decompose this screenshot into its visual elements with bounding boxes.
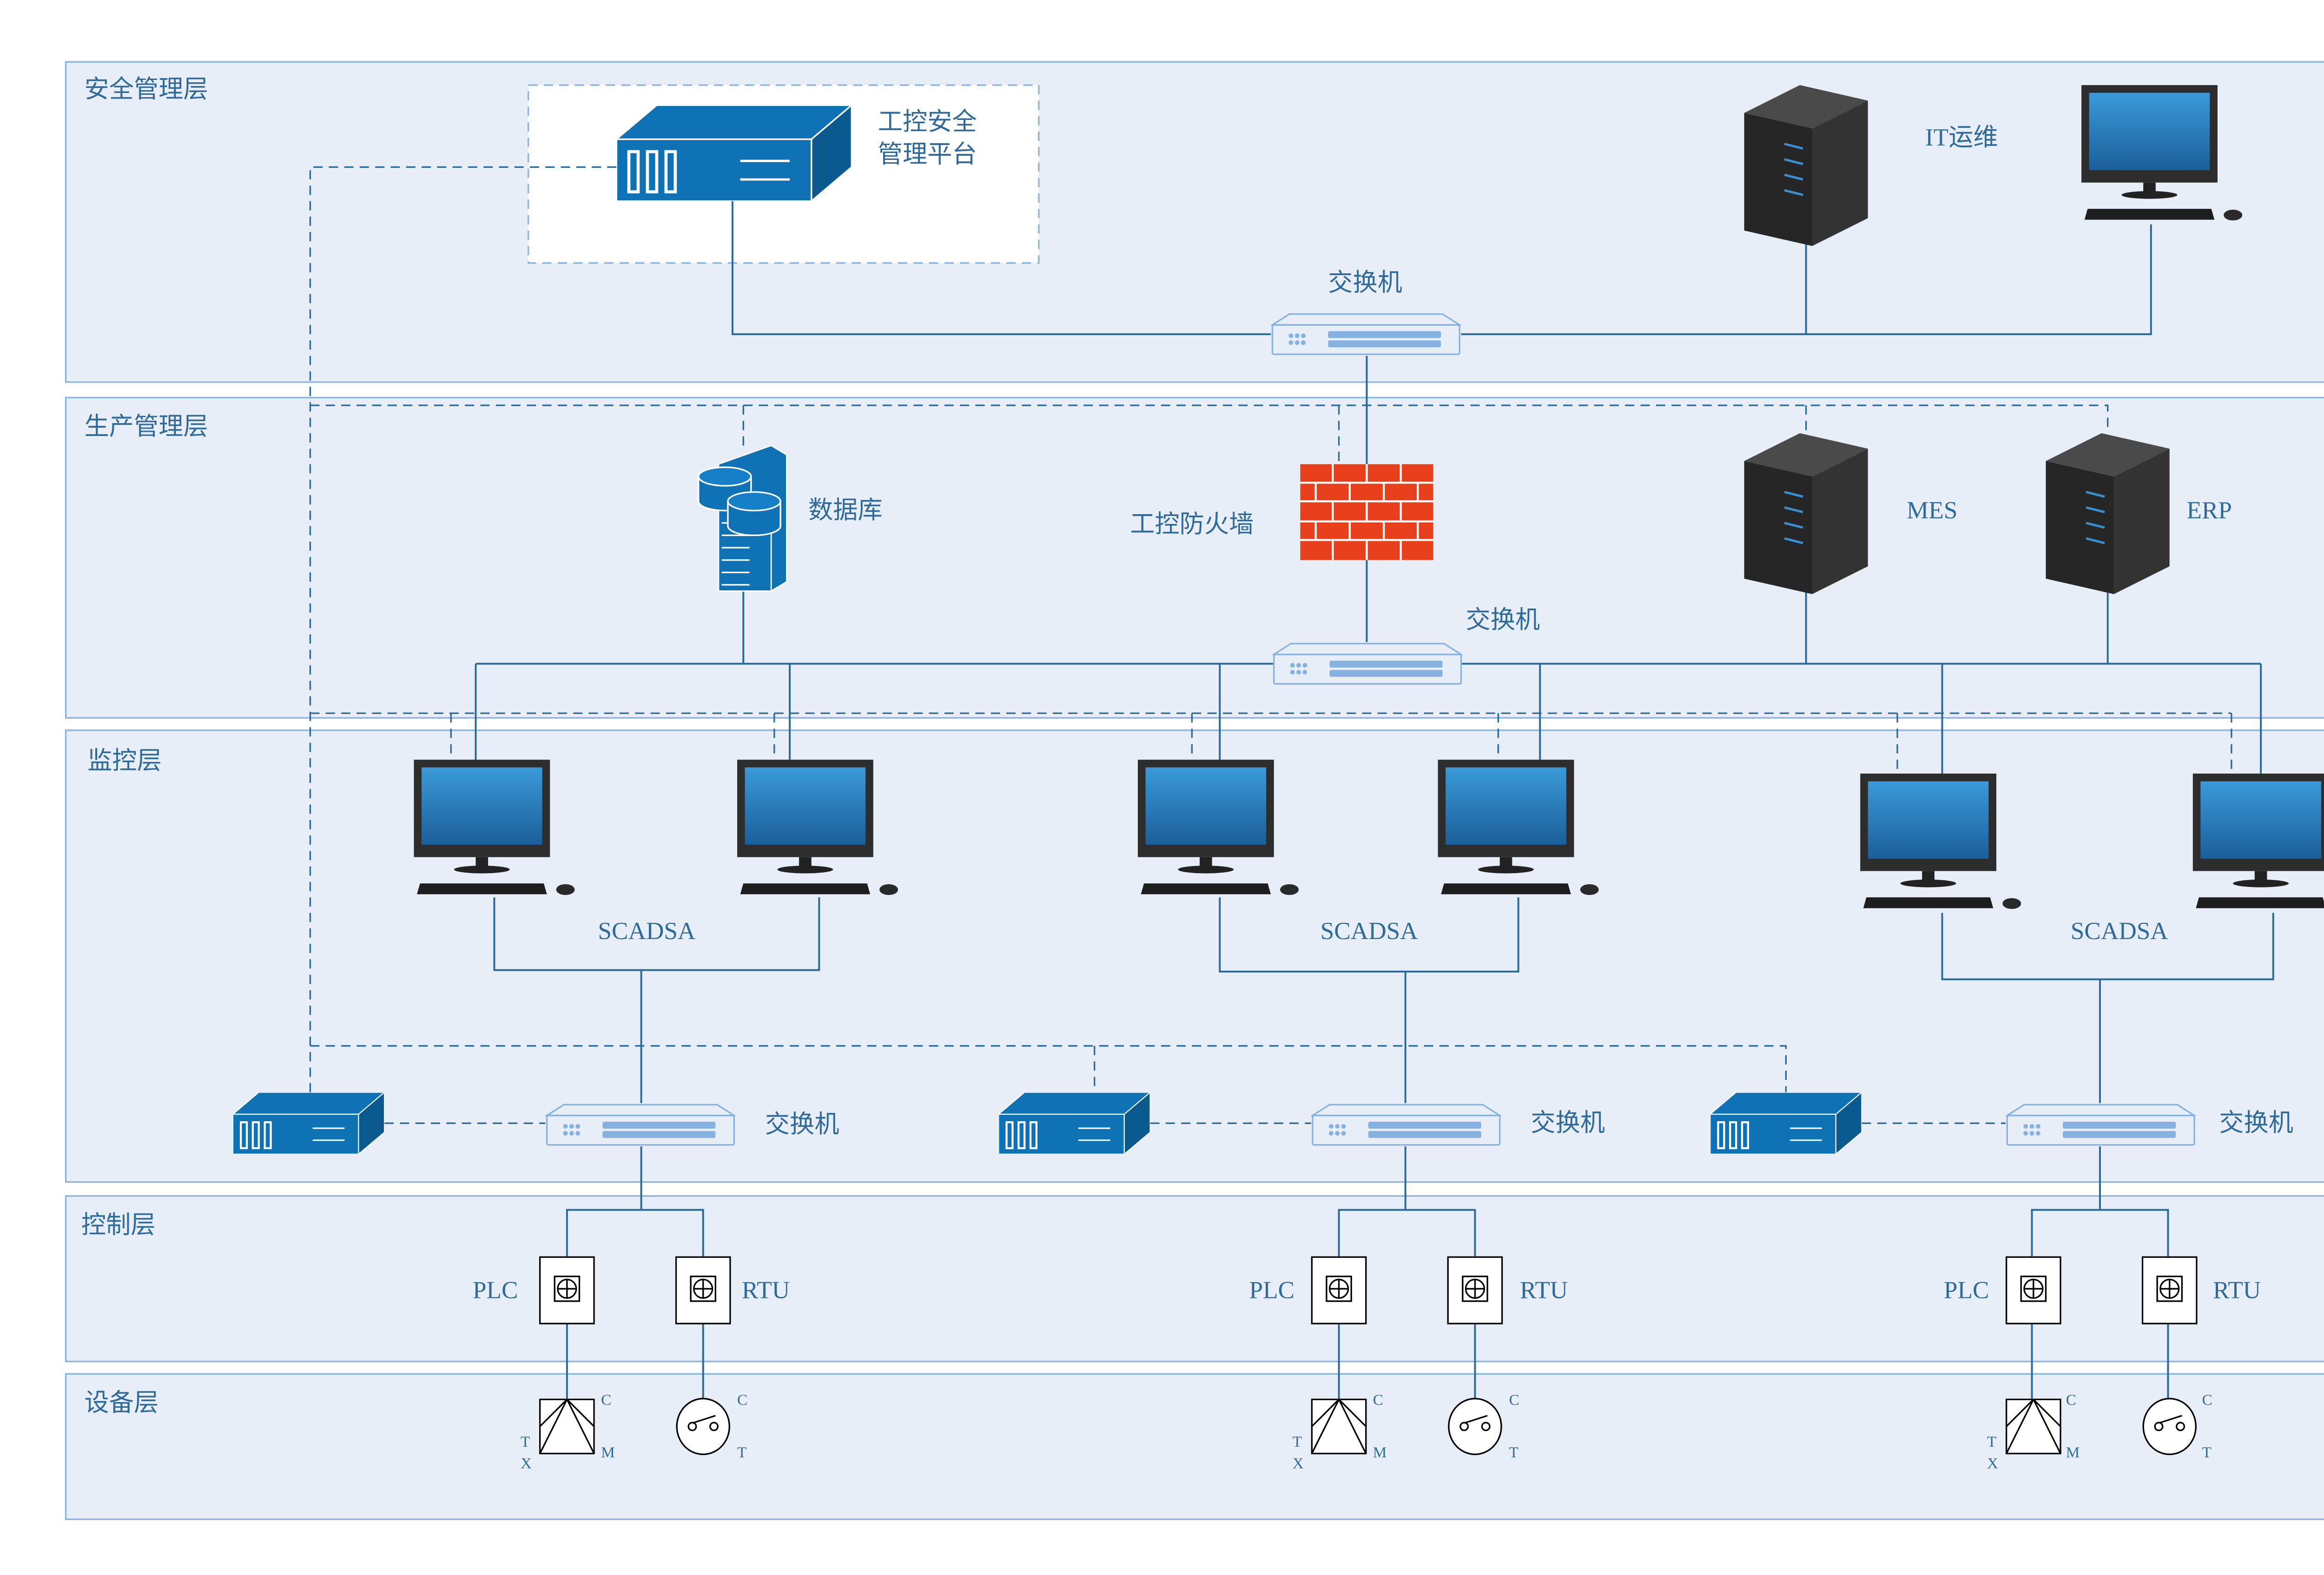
layer-label-monitoring: 监控层 xyxy=(87,747,162,774)
security-agent-device[interactable] xyxy=(233,1092,384,1154)
rtu-device[interactable] xyxy=(675,1256,731,1324)
actuator-device[interactable] xyxy=(539,1398,595,1455)
tag-x: X xyxy=(521,1455,532,1472)
rtu-device[interactable] xyxy=(2141,1256,2198,1324)
tag-t: T xyxy=(737,1444,746,1461)
actuator-device[interactable] xyxy=(1311,1398,1367,1455)
layer-label-production: 生产管理层 xyxy=(84,413,208,440)
plc-device[interactable] xyxy=(2005,1256,2061,1324)
scada-label-3: SCADSA xyxy=(2071,917,2169,945)
tag-m: M xyxy=(601,1444,615,1461)
production-switch[interactable] xyxy=(1273,642,1462,685)
monitoring-switch-label-1: 交换机 xyxy=(765,1111,839,1138)
rtu-label: RTU xyxy=(1520,1276,1568,1304)
layer-label-security: 安全管理层 xyxy=(84,76,208,103)
plc-device[interactable] xyxy=(539,1256,595,1324)
equipment-group: C T X M C T C T X M C T C T X M C T xyxy=(521,1391,2212,1472)
layer-control xyxy=(65,1195,2324,1363)
sensor-device[interactable] xyxy=(676,1397,730,1456)
tag-c: C xyxy=(1509,1391,1519,1409)
erp-server[interactable] xyxy=(2046,433,2170,594)
firewall-label: 工控防火墙 xyxy=(1130,510,1254,538)
scada-label-2: SCADSA xyxy=(1320,917,1419,945)
tag-t: T xyxy=(1293,1433,1302,1450)
actuator-device[interactable] xyxy=(2005,1398,2061,1455)
tag-c: C xyxy=(1373,1391,1383,1409)
database-label: 数据库 xyxy=(808,496,883,524)
tag-m: M xyxy=(2066,1444,2080,1461)
monitoring-switch[interactable] xyxy=(2006,1104,2195,1146)
dashed-links xyxy=(309,166,2232,1124)
tag-m: M xyxy=(1373,1444,1387,1461)
layer-label-control: 控制层 xyxy=(81,1211,156,1238)
scada-label-1: SCADSA xyxy=(598,917,696,945)
tag-x: X xyxy=(1293,1455,1304,1472)
mes-server[interactable] xyxy=(1744,433,1868,594)
layer-production xyxy=(65,397,2324,719)
layer-label-equipment: 设备层 xyxy=(84,1389,158,1416)
it-ops-label: IT运维 xyxy=(1925,124,1998,151)
tag-t: T xyxy=(2202,1444,2212,1461)
security-platform-device[interactable] xyxy=(616,105,852,201)
plc-label: PLC xyxy=(1944,1276,1989,1304)
production-switch-label: 交换机 xyxy=(1466,606,1540,634)
monitoring-switch[interactable] xyxy=(1312,1104,1501,1146)
security-agent-device[interactable] xyxy=(1710,1092,1862,1154)
tag-t: T xyxy=(1509,1444,1519,1461)
monitoring-switch-label-3: 交换机 xyxy=(2219,1109,2293,1137)
platform-label-1: 工控安全 xyxy=(878,108,977,136)
monitoring-switch-label-2: 交换机 xyxy=(1531,1109,1605,1137)
monitoring-switch[interactable] xyxy=(546,1104,735,1146)
firewall[interactable] xyxy=(1300,464,1433,560)
control-group: PLC RTU PLC RTU PLC RTU xyxy=(473,1256,2261,1324)
tag-t: T xyxy=(1987,1433,1996,1450)
platform-label-2: 管理平台 xyxy=(878,140,977,168)
tag-c: C xyxy=(2066,1391,2076,1409)
plc-label: PLC xyxy=(1249,1276,1295,1304)
rtu-label: RTU xyxy=(742,1276,790,1304)
security-switch-label: 交换机 xyxy=(1328,269,1402,297)
rtu-label: RTU xyxy=(2213,1276,2261,1304)
security-switch[interactable] xyxy=(1271,313,1460,355)
tag-c: C xyxy=(601,1391,611,1409)
security-agent-device[interactable] xyxy=(998,1092,1150,1154)
sensor-device[interactable] xyxy=(1448,1397,1502,1456)
rtu-device[interactable] xyxy=(1447,1256,1503,1324)
layer-security xyxy=(65,61,2324,383)
plc-device[interactable] xyxy=(1311,1256,1367,1324)
mes-label: MES xyxy=(1907,496,1957,524)
erp-label: ERP xyxy=(2186,496,2232,524)
plc-label: PLC xyxy=(473,1276,518,1304)
tag-x: X xyxy=(1987,1455,1998,1472)
it-server-tower[interactable] xyxy=(1744,85,1868,246)
layer-equipment xyxy=(65,1373,2324,1520)
tag-c: C xyxy=(737,1391,747,1409)
tag-c: C xyxy=(2202,1391,2212,1409)
sensor-device[interactable] xyxy=(2142,1397,2197,1456)
tag-t: T xyxy=(521,1433,530,1450)
